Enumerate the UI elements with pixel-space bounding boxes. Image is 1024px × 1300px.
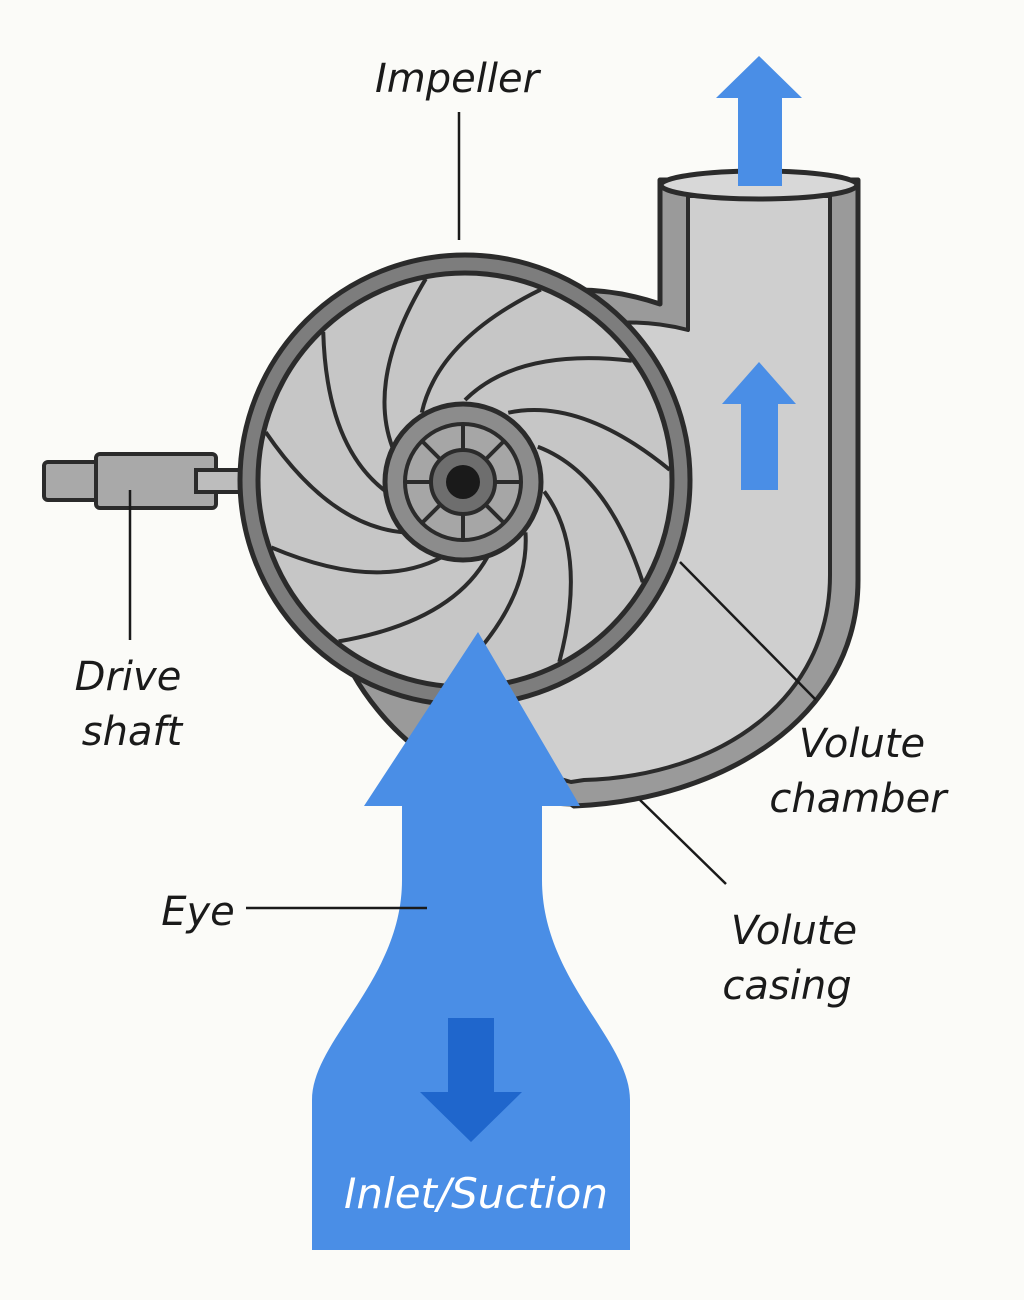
- hub-spoke: [420, 503, 442, 525]
- drive-shaft-label-line2: shaft: [82, 709, 184, 755]
- volute-chamber-label-line2: chamber: [769, 776, 949, 822]
- impeller-blade: [264, 430, 405, 535]
- drive-shaft: [42, 452, 268, 510]
- impeller-blade: [321, 331, 388, 493]
- impeller-blade: [270, 545, 444, 575]
- volute-chamber-leader: [679, 561, 817, 701]
- impeller-blades: [264, 277, 672, 686]
- hub-spoke: [420, 439, 442, 461]
- volute-casing-leader: [639, 799, 727, 885]
- hub-spoke: [484, 503, 506, 525]
- impeller-blade: [537, 444, 645, 583]
- volute-casing-label-line2: casing: [722, 963, 851, 1009]
- impeller-blade: [419, 287, 542, 414]
- suction-arrow-icon: [420, 1018, 522, 1142]
- volute-chamber-label-line1: Volute: [799, 721, 925, 767]
- volute-casing-label-line1: Volute: [731, 908, 857, 954]
- flow-arrow-icon: [722, 362, 796, 490]
- impeller-blade: [542, 490, 573, 663]
- discharge-arrow-icon: [716, 56, 802, 186]
- impeller-blade: [338, 555, 490, 644]
- eye-label: Eye: [161, 889, 235, 935]
- inlet-label: Inlet/Suction: [344, 1169, 608, 1218]
- impeller-label: Impeller: [375, 56, 542, 102]
- impeller-blade: [507, 408, 672, 472]
- impeller-blade: [382, 277, 428, 448]
- impeller-blade: [463, 356, 632, 402]
- hub-spoke: [484, 439, 506, 461]
- drive-shaft-label-line1: Drive: [75, 654, 182, 700]
- inlet-flow: [312, 632, 630, 1250]
- impeller-hub: [382, 401, 544, 563]
